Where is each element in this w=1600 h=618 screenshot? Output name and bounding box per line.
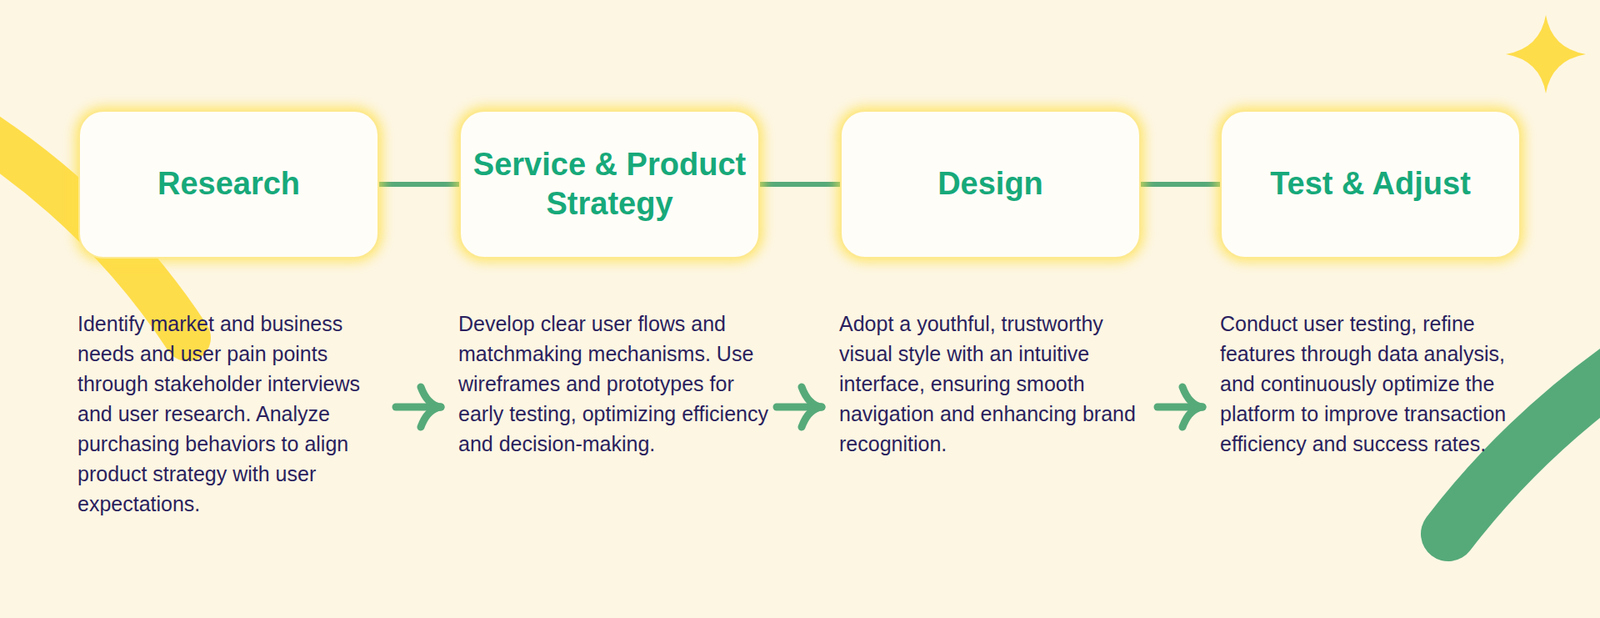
step-title: Research xyxy=(157,164,300,205)
process-box: Service & Product Strategy xyxy=(459,110,760,259)
process-box: Test & Adjust xyxy=(1220,110,1521,259)
process-box: Design xyxy=(840,110,1141,259)
step-description: Adopt a youthful, trustworthy visual sty… xyxy=(839,308,1150,459)
step-title: Service & Product Strategy xyxy=(467,145,752,225)
step-title: Test & Adjust xyxy=(1270,164,1471,205)
flow-arrow xyxy=(776,386,822,427)
step-description: Identify market and business needs and u… xyxy=(77,308,388,519)
star xyxy=(1505,15,1586,94)
step-description: Develop clear user flows and matchmaking… xyxy=(458,308,769,459)
flow-arrow xyxy=(1157,386,1203,427)
process-box: Research xyxy=(78,110,380,259)
step-description: Conduct user testing, refine features th… xyxy=(1220,308,1530,459)
connector-line xyxy=(760,181,840,187)
connector-line xyxy=(1140,181,1220,187)
step-title: Design xyxy=(937,164,1044,205)
connector-line xyxy=(379,181,460,187)
flow-arrow xyxy=(395,386,441,427)
